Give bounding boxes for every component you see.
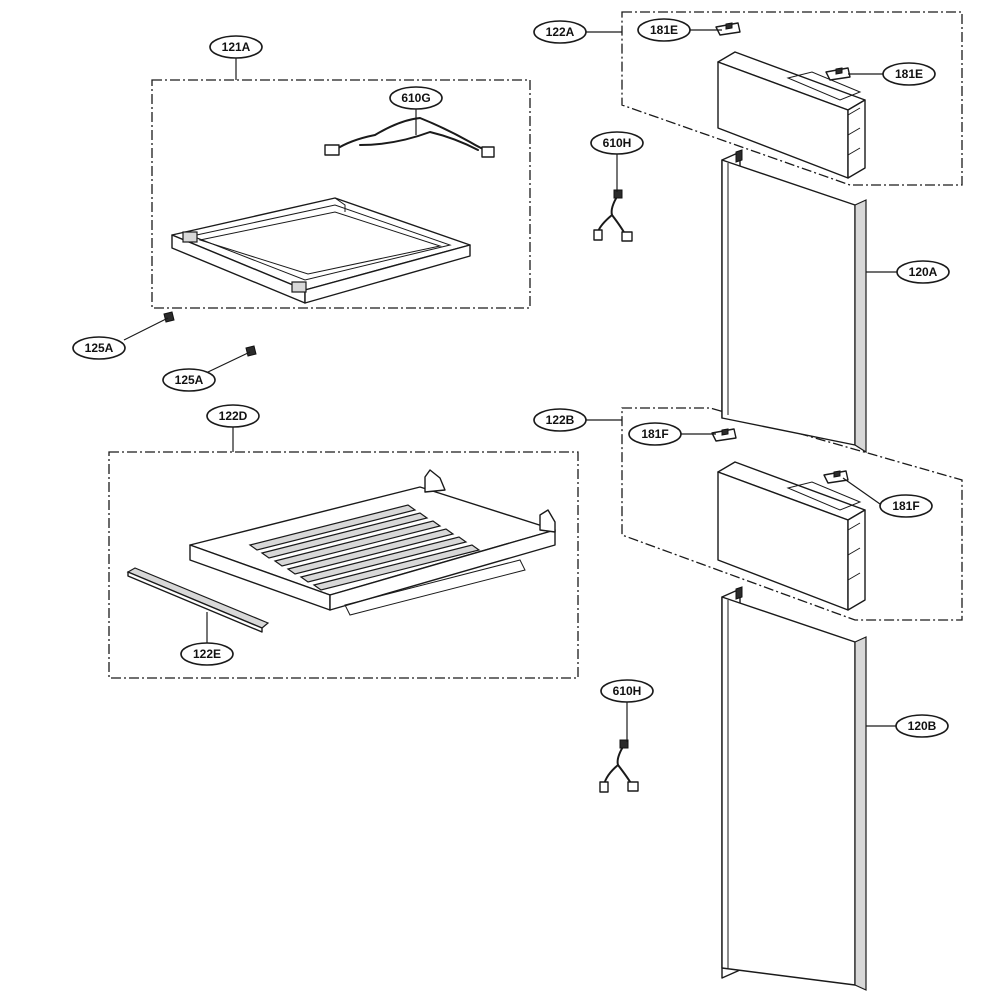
svg-text:125A: 125A bbox=[85, 341, 114, 355]
callout-181e-2: 181E bbox=[882, 62, 936, 86]
clip-125a-2 bbox=[245, 345, 257, 357]
svg-text:181E: 181E bbox=[895, 67, 923, 81]
door-panel-120a bbox=[721, 149, 867, 454]
svg-text:122D: 122D bbox=[219, 409, 248, 423]
bracket-181f-2 bbox=[823, 470, 849, 484]
wire-harness-610h-2 bbox=[599, 739, 639, 793]
group-box-121a bbox=[151, 79, 531, 309]
door-cap-122a bbox=[717, 51, 866, 179]
callout-122e: 122E bbox=[180, 642, 234, 666]
svg-text:181F: 181F bbox=[892, 499, 919, 513]
callout-610h-2: 610H bbox=[600, 679, 654, 703]
bracket-181f-1 bbox=[711, 428, 737, 442]
callout-610g: 610G bbox=[389, 86, 443, 110]
svg-text:125A: 125A bbox=[175, 373, 204, 387]
svg-text:120B: 120B bbox=[908, 719, 937, 733]
bracket-181e-1 bbox=[715, 22, 741, 36]
callout-181e-1: 181E bbox=[637, 18, 691, 42]
callout-121a: 121A bbox=[209, 35, 263, 59]
group-box-122b bbox=[621, 407, 963, 621]
callout-181f-1: 181F bbox=[628, 422, 682, 446]
wire-harness-610g bbox=[324, 116, 495, 158]
shelf-tray-121a bbox=[171, 197, 471, 304]
callout-610h-1: 610H bbox=[590, 131, 644, 155]
svg-text:610G: 610G bbox=[401, 91, 430, 105]
callout-120a: 120A bbox=[896, 260, 950, 284]
svg-text:610H: 610H bbox=[603, 136, 632, 150]
leader-lines bbox=[123, 29, 897, 742]
callout-125a-1: 125A bbox=[72, 336, 126, 360]
callout-122b: 122B bbox=[533, 408, 587, 432]
callout-125a-2: 125A bbox=[162, 368, 216, 392]
callout-181f-2: 181F bbox=[879, 494, 933, 518]
clip-125a-1 bbox=[163, 311, 175, 323]
group-box-122d bbox=[108, 451, 579, 679]
svg-text:610H: 610H bbox=[613, 684, 642, 698]
svg-text:121A: 121A bbox=[222, 40, 251, 54]
svg-text:120A: 120A bbox=[909, 265, 938, 279]
door-cap-122b bbox=[717, 461, 866, 611]
callout-122d: 122D bbox=[206, 404, 260, 428]
door-panel-120b bbox=[721, 586, 867, 991]
wire-harness-610h-1 bbox=[593, 189, 633, 242]
drawer-cover-122d bbox=[189, 469, 556, 616]
svg-text:181E: 181E bbox=[650, 23, 678, 37]
svg-text:181F: 181F bbox=[641, 427, 668, 441]
trim-strip-122e bbox=[126, 567, 270, 633]
callout-120b: 120B bbox=[895, 714, 949, 738]
svg-text:122E: 122E bbox=[193, 647, 221, 661]
svg-text:122B: 122B bbox=[546, 413, 575, 427]
group-box-122a bbox=[621, 11, 963, 186]
bracket-181e-2 bbox=[825, 67, 851, 81]
svg-text:122A: 122A bbox=[546, 25, 575, 39]
callout-122a: 122A bbox=[533, 20, 587, 44]
